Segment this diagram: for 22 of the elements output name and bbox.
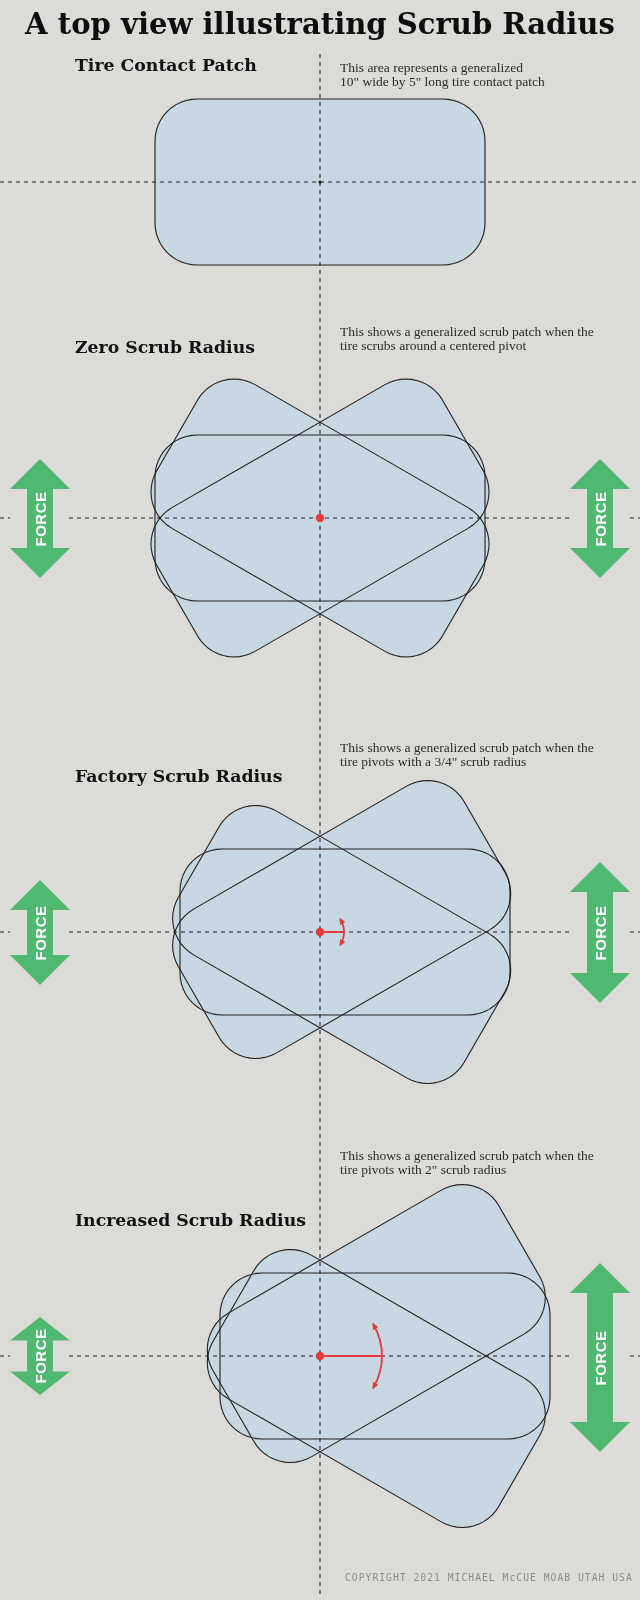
description-text: This shows a generalized scrub patch when the tire pivots with a 3/4" scrub radius — [340, 741, 595, 768]
double-arrow — [570, 862, 630, 1003]
force-label: FORCE — [592, 491, 608, 546]
diagram-title: A top view illustrating Scrub Radius — [25, 8, 615, 42]
force-label: FORCE — [592, 905, 608, 960]
section-heading: Factory Scrub Radius — [75, 766, 283, 787]
section-heading: Zero Scrub Radius — [75, 337, 255, 358]
force-label: FORCE — [592, 1330, 608, 1385]
double-arrow — [570, 459, 630, 578]
copyright-notice: COPYRIGHT 2021 MICHAEL McCUE MOAB UTAH USA — [345, 1573, 633, 1584]
force-label: FORCE — [32, 491, 48, 546]
description-text: This shows a generalized scrub patch when the tire pivots with 2" scrub radius — [340, 1149, 595, 1176]
description-text: This area represents a generalized 10" wide by 5" long tire contact patch — [340, 61, 545, 88]
double-arrow — [10, 880, 70, 985]
section-heading: Tire Contact Patch — [75, 55, 257, 76]
force-label: FORCE — [32, 905, 48, 960]
double-arrow — [570, 1263, 630, 1452]
double-arrow — [10, 1317, 70, 1395]
description-text: This shows a generalized scrub patch when the tire scrubs around a centered pivot — [340, 325, 595, 352]
force-label: FORCE — [32, 1328, 48, 1384]
double-arrow — [10, 459, 70, 578]
section-heading: Increased Scrub Radius — [75, 1210, 306, 1231]
